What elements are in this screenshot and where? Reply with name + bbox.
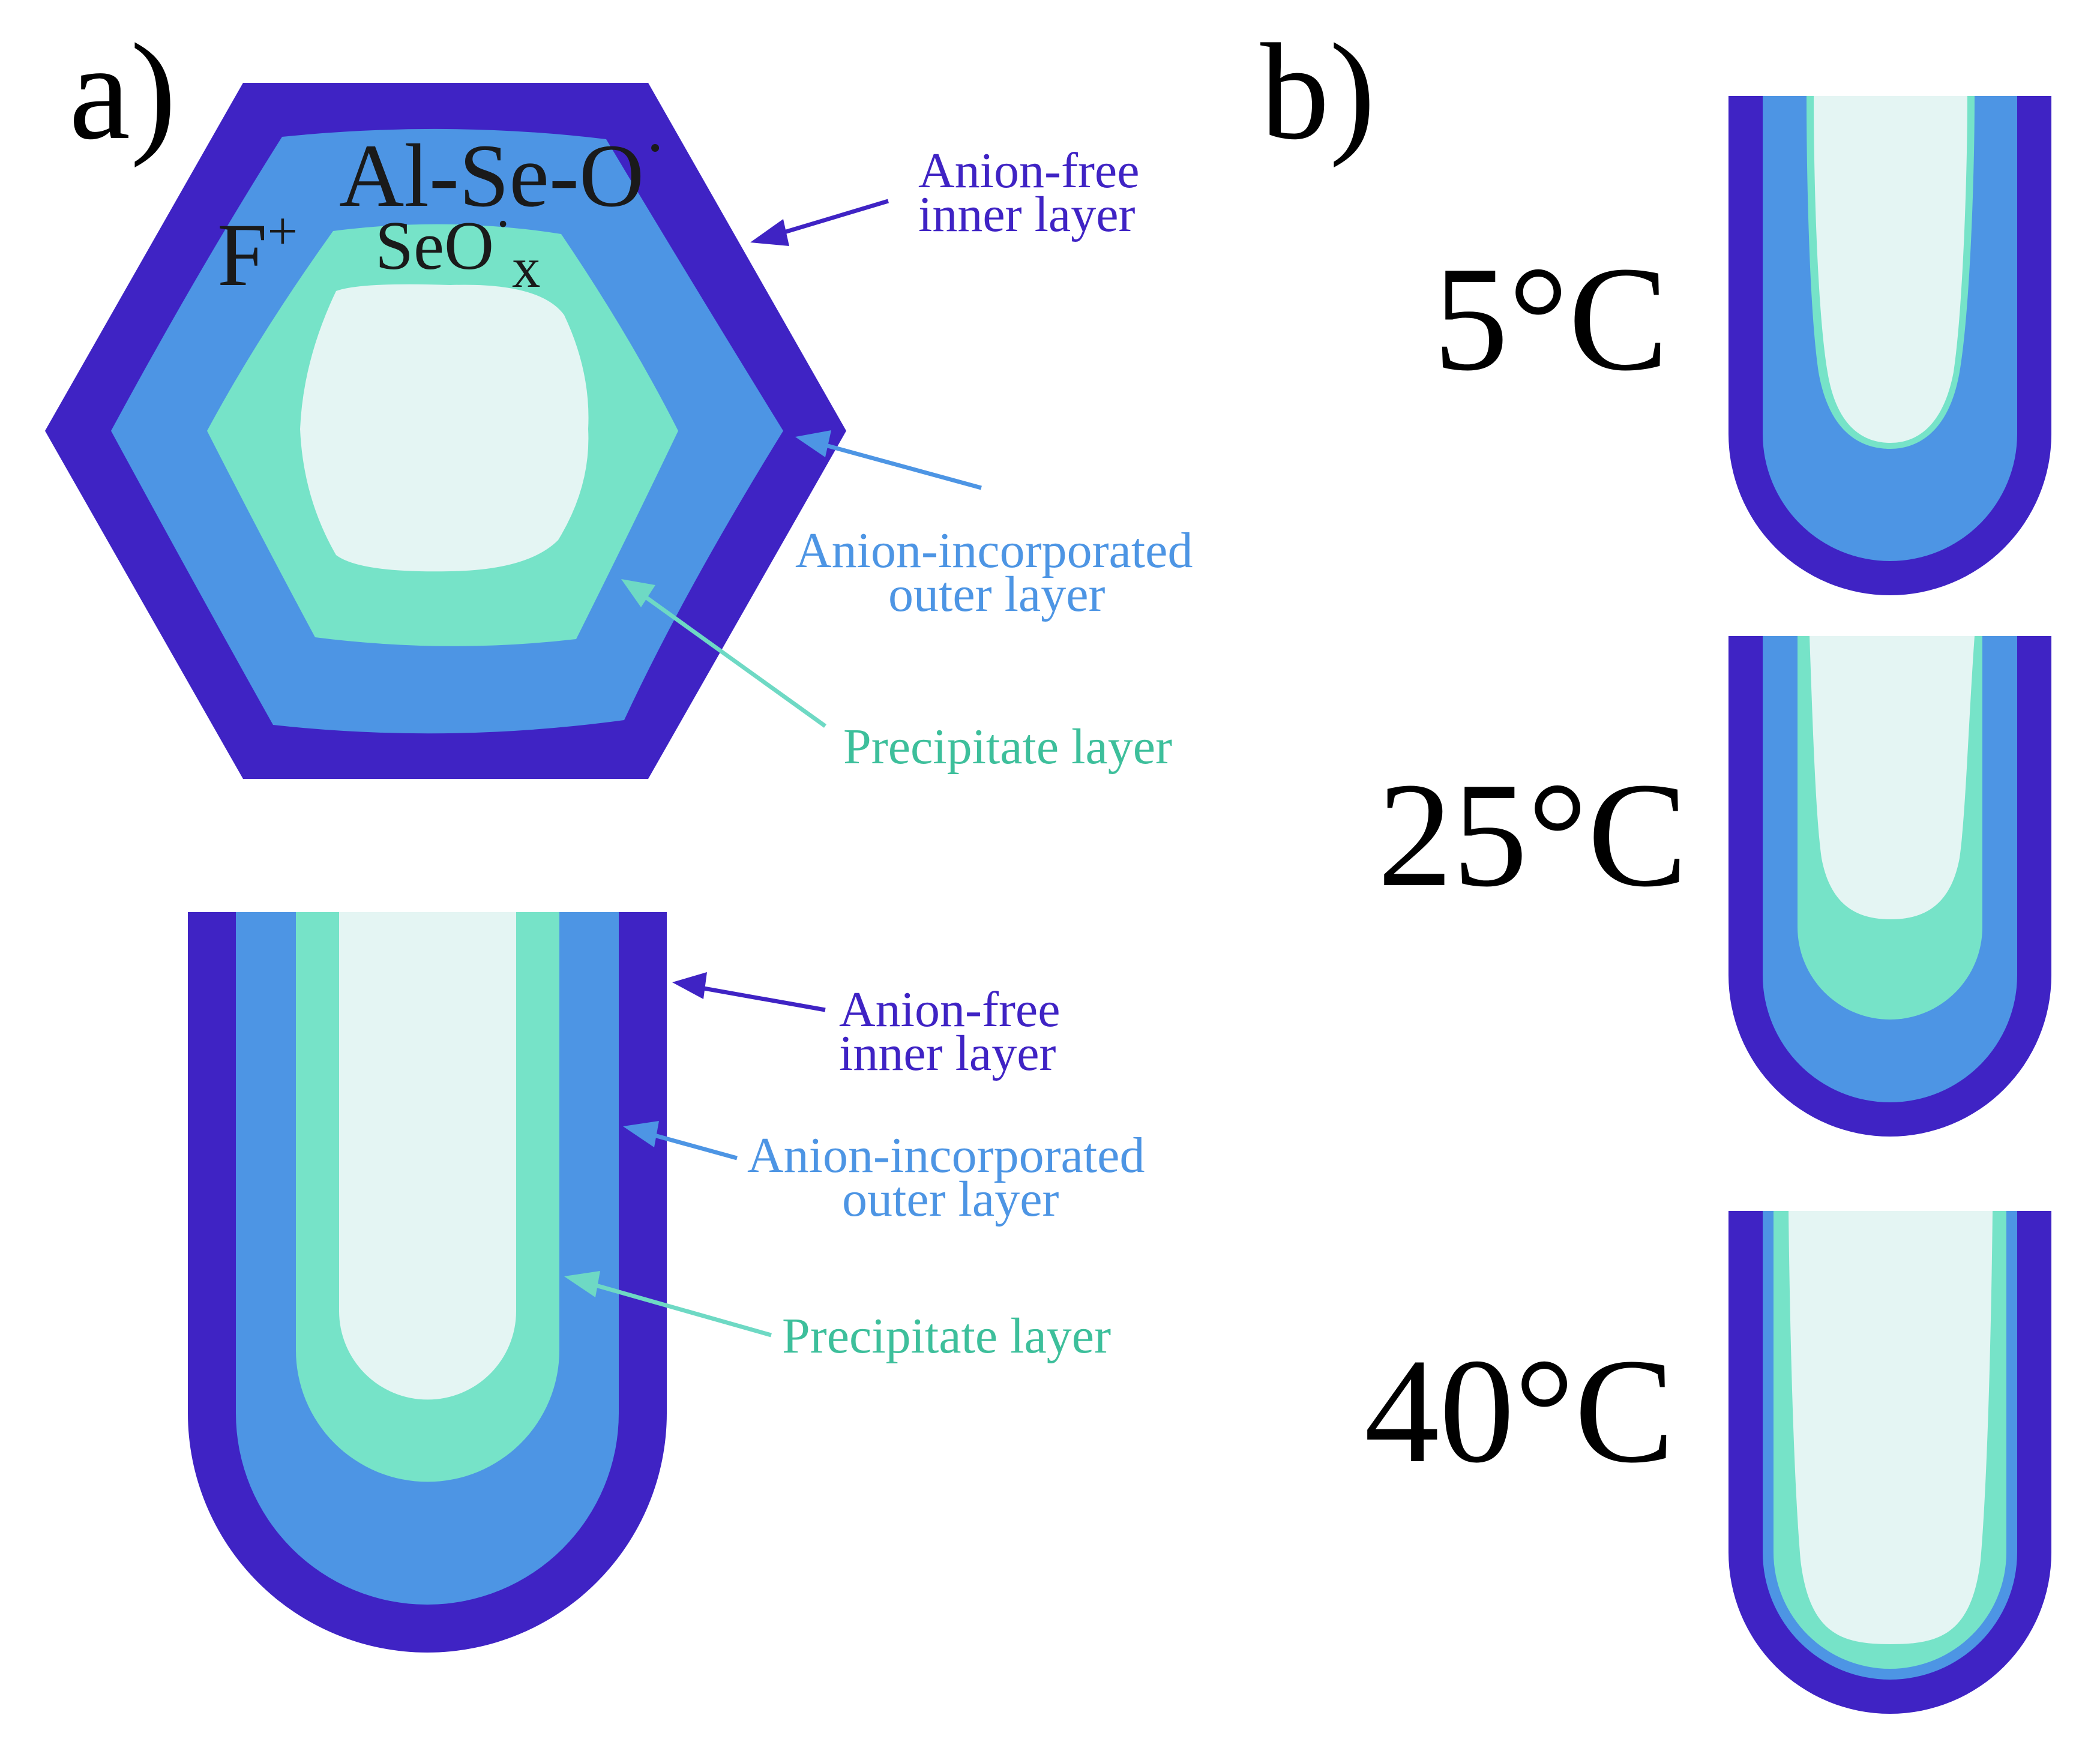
hex-outer-label-line2: outer layer [888, 566, 1105, 622]
seo-radical-dot: · [494, 194, 512, 254]
pore-annotation-inner: Anion-free inner layer [672, 972, 1060, 1081]
hex-precip-label: Precipitate layer [843, 719, 1172, 775]
hex-annotation-outer: Anion-incorporated outer layer [795, 430, 1193, 622]
pore-inner-arrowhead [672, 972, 707, 999]
pore-5c-core [1814, 96, 1967, 443]
hex-inner-arrowhead [750, 219, 789, 246]
pore-precip-label: Precipitate layer [782, 1308, 1111, 1364]
hex-outer-arrow-line [810, 441, 981, 488]
panel-b-label: b) [1260, 15, 1376, 168]
pore-40c [1728, 1211, 2051, 1714]
panel-a-label: a) [69, 15, 176, 168]
pore-25c-core [1810, 636, 1975, 919]
hex-inner-label-line2: inner layer [918, 187, 1135, 242]
seo-x-subscript: x [512, 236, 541, 299]
pore-5c [1728, 96, 2051, 595]
pore-40c-core [1789, 1211, 1993, 1644]
temp-label-25c: 25°C [1377, 752, 1688, 918]
pore-annotation-outer: Anion-incorporated outer layer [623, 1121, 1145, 1227]
hex-core [300, 284, 589, 572]
temp-label-5c: 5°C [1433, 236, 1668, 402]
pore-inner-label-line2: inner layer [839, 1026, 1056, 1081]
pore-25c [1728, 636, 2051, 1137]
pore-core [339, 912, 516, 1399]
temp-label-40c: 40°C [1364, 1328, 1674, 1494]
pore-inner-arrow-line [690, 986, 825, 1010]
al-se-o-radical-dot: · [644, 111, 666, 184]
hex-annotation-inner: Anion-free inner layer [750, 143, 1139, 246]
pore-outer-label-line2: outer layer [842, 1171, 1059, 1227]
f-plus-superscript: + [267, 202, 298, 261]
